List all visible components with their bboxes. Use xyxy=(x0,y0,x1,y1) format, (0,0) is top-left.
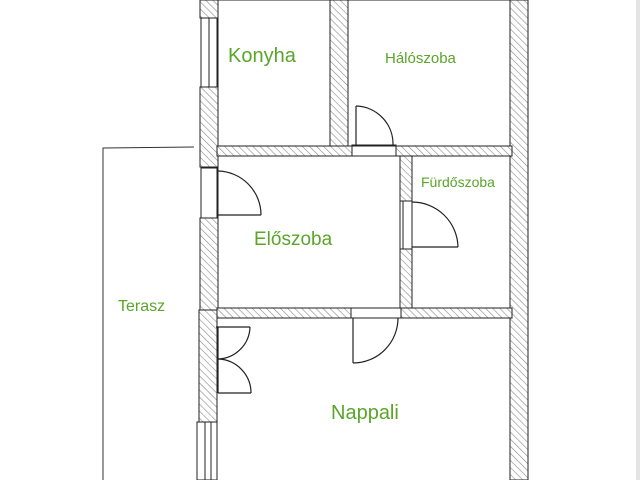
room-label-furdoszoba: Fürdőszoba xyxy=(421,174,495,190)
bedroom-door-frame xyxy=(351,144,397,157)
room-label-haloszoba: Hálószoba xyxy=(385,50,456,67)
living-door-swing xyxy=(352,317,399,364)
room-label-eloszoba: Előszoba xyxy=(254,229,333,250)
kitchen-window xyxy=(200,17,218,88)
bathroom-door-frame xyxy=(402,200,413,250)
terrace-outline xyxy=(102,146,195,480)
bathroom-door-swing xyxy=(411,201,459,248)
room-label-nappali: Nappali xyxy=(331,402,399,424)
room-label-terasz: Terasz xyxy=(118,298,166,315)
room-label-konyha: Konyha xyxy=(228,45,296,67)
right-wall xyxy=(509,0,529,480)
kitchen-bedroom-wall xyxy=(329,0,349,147)
hall-entrance-door-frame xyxy=(200,167,218,219)
living-door-frame xyxy=(350,307,402,319)
hall-bathroom-wall xyxy=(399,155,413,310)
living-window xyxy=(196,421,218,480)
bedroom-door-swing xyxy=(355,105,394,146)
living-double-door-swing xyxy=(216,326,252,394)
room-outlines xyxy=(216,0,511,480)
hall-entrance-door-swing xyxy=(217,170,262,216)
left-wall xyxy=(198,0,219,423)
page-edge xyxy=(636,0,640,480)
